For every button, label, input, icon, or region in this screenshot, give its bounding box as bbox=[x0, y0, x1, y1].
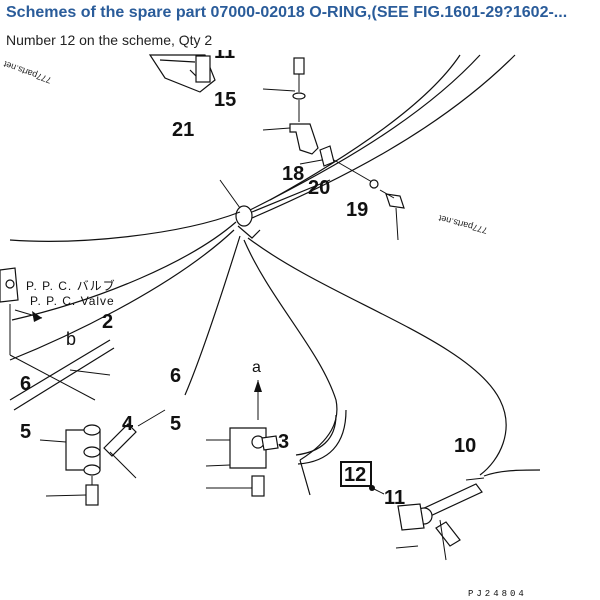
hose-part-10 bbox=[483, 469, 541, 477]
callout-20: 20 bbox=[308, 177, 330, 199]
callout-6-left: 6 bbox=[20, 373, 31, 395]
hose-lines-top bbox=[249, 54, 516, 219]
callout-5-center: 5 bbox=[170, 413, 181, 435]
callout-12[interactable]: 12 bbox=[344, 464, 366, 486]
block-5-left bbox=[39, 424, 101, 506]
callout-12-highlight[interactable]: 12 bbox=[340, 461, 372, 487]
watermark-right: 777parts.net bbox=[437, 213, 488, 236]
part-position-info: Number 12 on the scheme, Qty 2 bbox=[6, 32, 213, 48]
callout-10: 10 bbox=[454, 435, 476, 457]
ppc-valve-label-jp: P. P. C. バルブ bbox=[26, 278, 116, 293]
callout-6-center: 6 bbox=[170, 365, 181, 387]
hose-part-2 bbox=[9, 339, 115, 411]
block-3-center bbox=[205, 380, 311, 497]
scheme-drawing: 15 11 21 18 20 19 2 6 6 5 5 4 3 10 11 12… bbox=[0, 41, 541, 599]
callout-19: 19 bbox=[346, 199, 368, 221]
callout-2: 2 bbox=[102, 311, 113, 333]
fitting-4 bbox=[103, 409, 166, 479]
fitting-11-12 bbox=[369, 477, 485, 561]
callout-18: 18 bbox=[282, 163, 304, 185]
hose-part-3 bbox=[295, 409, 347, 465]
bolt-15-assembly bbox=[262, 57, 319, 155]
page-title: Schemes of the spare part 07000-02018 O-… bbox=[6, 4, 568, 21]
callout-11: 11 bbox=[384, 487, 405, 509]
callout-11-top: 11 bbox=[214, 50, 235, 63]
hose-lines-left bbox=[9, 211, 507, 476]
hose-clamp-center bbox=[219, 179, 331, 239]
bracket-block-top bbox=[148, 54, 216, 93]
arrow-label-b: b bbox=[66, 329, 77, 349]
arrow-label-a: a bbox=[252, 359, 262, 376]
callout-21: 21 bbox=[172, 119, 194, 141]
callout-15: 15 bbox=[214, 89, 236, 111]
callout-3: 3 bbox=[278, 431, 289, 453]
callout-4: 4 bbox=[122, 413, 134, 435]
ppc-valve-label-en: P. P. C. Valve bbox=[30, 294, 115, 308]
callout-5-left: 5 bbox=[20, 421, 31, 443]
parts-diagram: 15 11 21 18 20 19 2 6 6 5 5 4 3 10 11 12… bbox=[0, 41, 600, 600]
watermark-top-left: 777parts.net bbox=[2, 59, 53, 86]
ppc-valve-fittings bbox=[0, 267, 96, 401]
drawing-code: PJ24804 bbox=[468, 589, 527, 599]
clip-18-19-20 bbox=[299, 145, 405, 241]
